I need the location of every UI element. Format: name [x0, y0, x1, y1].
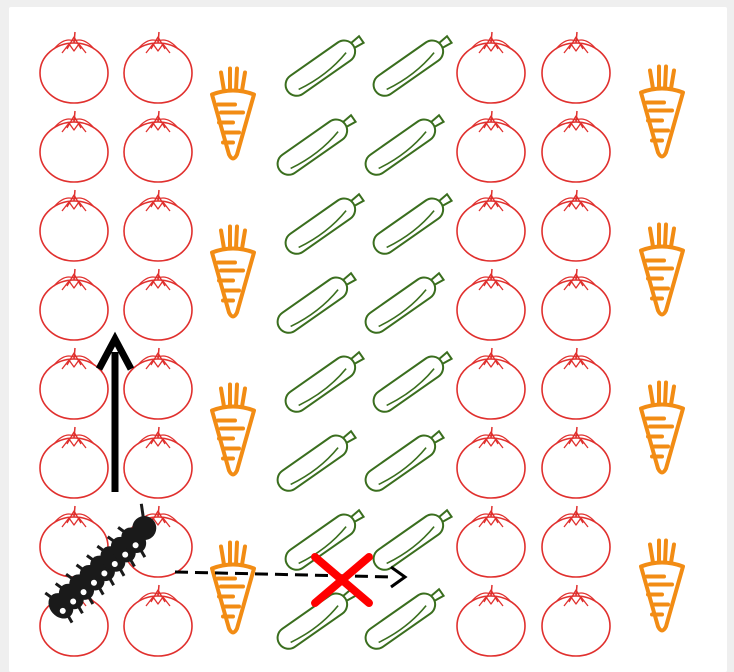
zucchini-icon [369, 30, 455, 100]
carrot-icon [212, 543, 254, 633]
carrot-icon [641, 225, 683, 315]
zucchini-icon [281, 346, 367, 416]
tomato-icon [40, 111, 108, 182]
tomato-icon [40, 348, 108, 419]
zucchini-icon [361, 109, 447, 179]
puzzle-canvas [9, 7, 727, 672]
tomato-icon [40, 269, 108, 340]
tomato-icon [457, 348, 525, 419]
zucchini-icon [361, 425, 447, 495]
zucchini-icon [369, 188, 455, 258]
zucchini-icon [281, 188, 367, 258]
arrow-up-icon [99, 339, 131, 492]
tomato-icon [40, 427, 108, 498]
tomato-icon [542, 585, 610, 656]
carrot-icon [641, 67, 683, 157]
tomato-icon [457, 269, 525, 340]
zucchini-icon [369, 346, 455, 416]
tomato-icon [124, 111, 192, 182]
zucchini-icon [273, 109, 359, 179]
caterpillar-icon [38, 504, 169, 628]
tomato-icon [457, 32, 525, 103]
tomato-icon [457, 427, 525, 498]
carrot-icon [212, 385, 254, 475]
tomato-icon [124, 585, 192, 656]
tomato-icon [542, 348, 610, 419]
tomato-icon [542, 190, 610, 261]
tomato-icon [542, 269, 610, 340]
tomato-icon [542, 427, 610, 498]
carrot-icon [641, 383, 683, 473]
zucchini-icon [369, 504, 455, 574]
vegetable-grid-puzzle [9, 7, 727, 672]
zucchini-icon [273, 267, 359, 337]
tomato-icon [40, 32, 108, 103]
zucchini-icon [361, 583, 447, 653]
tomato-icon [542, 506, 610, 577]
tomato-icon [542, 111, 610, 182]
carrot-icon [641, 541, 683, 631]
tomato-icon [457, 585, 525, 656]
zucchini-icon [273, 583, 359, 653]
tomato-icon [124, 190, 192, 261]
tomato-icon [40, 190, 108, 261]
zucchini-icon [281, 30, 367, 100]
zucchini-icon [273, 425, 359, 495]
tomato-icon [124, 348, 192, 419]
tomato-icon [457, 111, 525, 182]
tomato-icon [124, 269, 192, 340]
tomato-icon [457, 190, 525, 261]
zucchini-icon [361, 267, 447, 337]
arrow-right-dashed-icon [175, 567, 405, 587]
tomato-icon [124, 32, 192, 103]
tomato-icon [457, 506, 525, 577]
carrot-icon [212, 227, 254, 317]
tomato-icon [542, 32, 610, 103]
carrot-icon [212, 69, 254, 159]
tomato-icon [124, 427, 192, 498]
